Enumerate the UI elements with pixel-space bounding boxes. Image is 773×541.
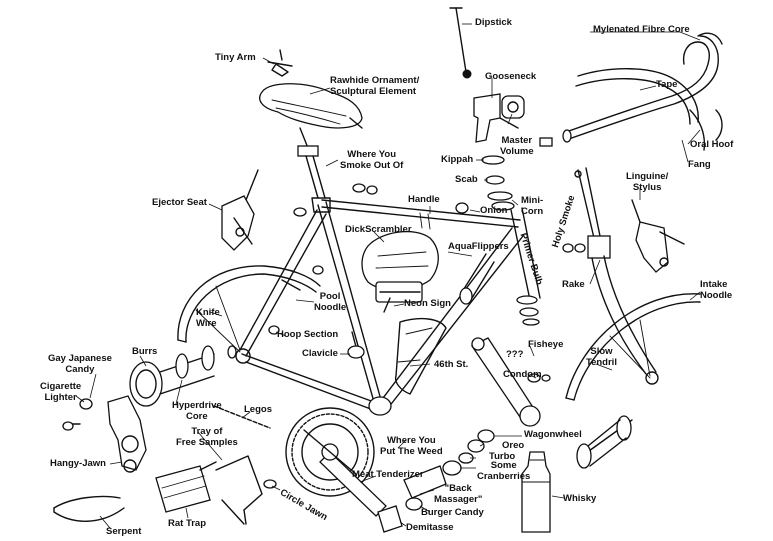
rear-derailleur xyxy=(62,395,147,473)
label-wagonwheel: Wagonwheel xyxy=(524,429,582,440)
label-oral-hoof: Oral Hoof xyxy=(690,139,734,150)
label-where-you-put-the-weed: Where You Put The Weed xyxy=(380,435,443,457)
handlebar xyxy=(562,32,723,151)
front-brake xyxy=(631,199,685,273)
label-onion: Onion xyxy=(480,205,508,216)
label-rake: Rake xyxy=(562,279,585,290)
chainring xyxy=(285,407,387,517)
rear-hub xyxy=(129,345,237,407)
label-neon-sign: Neon Sign xyxy=(404,298,451,309)
label-question-marks: ??? xyxy=(506,349,524,360)
label-whisky: Whisky xyxy=(563,493,597,504)
crank-arm xyxy=(471,337,551,427)
label-tiny-arm: Tiny Arm xyxy=(215,52,256,63)
label-handle: Handle xyxy=(408,194,440,205)
pedal-lower xyxy=(155,461,217,513)
label-ejector-seat: Ejector Seat xyxy=(152,197,207,208)
bottle-cage xyxy=(394,317,447,395)
toe-clip xyxy=(215,455,263,525)
label-burrs: Burrs xyxy=(132,346,158,357)
label-turbo: Turbo xyxy=(489,451,516,462)
toe-strap xyxy=(53,495,125,522)
label-dickscrambler: DickScrambler xyxy=(345,224,412,235)
headset-stack xyxy=(455,155,540,326)
rear-brake xyxy=(221,169,259,251)
label-serpent: Serpent xyxy=(106,526,142,537)
label-oreo: Oreo xyxy=(502,440,525,451)
label-intake-noodle: Intake Noodle xyxy=(700,279,733,301)
leader-lines xyxy=(75,23,701,529)
label-cigarette-lighter: Cigarette Lighter xyxy=(40,381,82,403)
label-tray-of-free-samples: Tray of Free Samples xyxy=(176,426,238,448)
label-mini-corn: Mini- Corn xyxy=(521,195,544,217)
label-scab: Scab xyxy=(455,174,478,185)
label-fang: Fang xyxy=(688,159,711,170)
label-master-volume: Master Volume xyxy=(500,135,534,157)
label-pool-noodle: Pool Noodle xyxy=(314,291,347,313)
stem xyxy=(449,7,553,147)
label-knife-wire: Knife Wire xyxy=(196,307,220,329)
rear-fender xyxy=(177,265,321,353)
front-hub xyxy=(576,415,633,469)
label-gooseneck: Gooseneck xyxy=(485,71,537,82)
shift-levers xyxy=(459,253,495,305)
label-tape: Tape xyxy=(656,79,678,90)
label-hyperdrive-core: Hyperdrive Core xyxy=(172,400,222,422)
label-rat-trap: Rat Trap xyxy=(168,518,207,529)
label-clavicle: Clavicle xyxy=(302,348,338,359)
front-fender xyxy=(565,293,701,401)
label-meat-tenderizer: Meat Tenderizer xyxy=(352,469,424,480)
label-burger-candy: Burger Candy xyxy=(421,507,484,518)
clavicle-part xyxy=(347,331,365,359)
label-aquaflippers: AquaFlippers xyxy=(448,241,509,252)
pedal-upper xyxy=(361,230,439,303)
frame xyxy=(235,197,541,416)
label-slow-tendril: Slow Tendril xyxy=(586,346,617,368)
label-dipstick: Dipstick xyxy=(475,17,512,28)
label-hangy-jawn: Hangy-Jawn xyxy=(50,458,106,469)
chain xyxy=(213,405,271,429)
label-hoop-section: Hoop Section xyxy=(277,329,339,340)
label-46th-st: 46th St. xyxy=(434,359,469,370)
label-fisheye: Fisheye xyxy=(528,339,564,350)
label-back-massager: "Back Massager" xyxy=(434,483,483,505)
label-mylenated-fibre-core: Mylenated Fibre Core xyxy=(593,24,690,35)
water-bottle xyxy=(521,451,551,533)
label-rawhide-ornament: Rawhide Ornament/ Sculptural Element xyxy=(330,75,420,97)
saddle xyxy=(259,83,363,199)
label-where-you-smoke-out-of: Where You Smoke Out Of xyxy=(340,149,404,171)
label-demitasse: Demitasse xyxy=(406,522,454,533)
label-linguine-stylus: Linguine/ Stylus xyxy=(626,171,669,193)
label-legos: Legos xyxy=(244,404,272,415)
label-condom: Condom xyxy=(503,369,542,380)
label-some-cranberries: Some Cranberries xyxy=(477,460,531,482)
label-kippah: Kippah xyxy=(441,154,474,165)
label-gay-japanese-candy: Gay Japanese Candy xyxy=(48,353,112,375)
bb-parts xyxy=(263,429,495,533)
